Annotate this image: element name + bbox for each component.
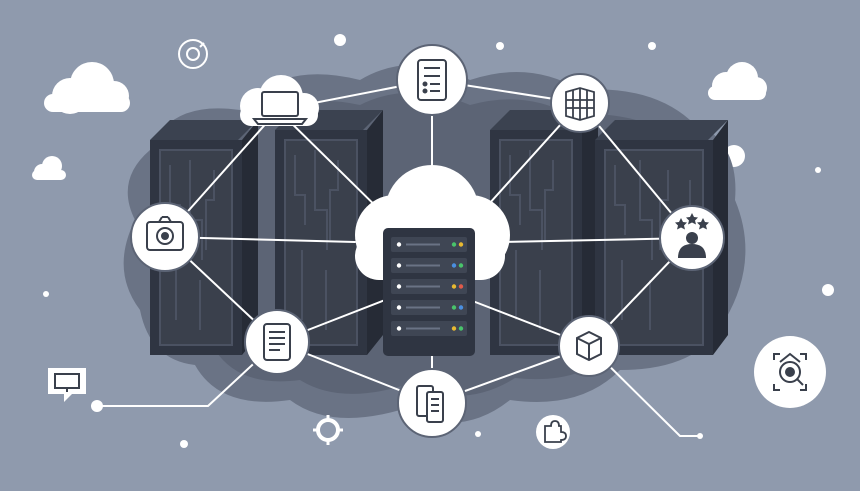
laptop-cloud-icon — [240, 75, 319, 126]
building-grid-icon — [565, 87, 595, 121]
document-list-node[interactable] — [396, 44, 468, 116]
camera-search-icon — [773, 352, 807, 391]
cloud-decoration-left — [44, 62, 130, 114]
camera-search-node[interactable] — [754, 336, 826, 408]
building-grid-node[interactable] — [550, 73, 610, 133]
monitor-icon — [48, 368, 86, 402]
cloud-decoration-right — [708, 62, 767, 100]
package-box-node[interactable] — [558, 315, 620, 377]
camera-screen-node[interactable] — [130, 202, 200, 272]
gear-icon — [313, 415, 343, 445]
server-leds — [396, 242, 464, 331]
user-rating-node[interactable] — [659, 205, 725, 271]
line-endpoints — [91, 400, 703, 439]
puzzle-icon — [536, 415, 570, 449]
document-page-node[interactable] — [244, 309, 310, 375]
cloud-server-icon — [355, 165, 510, 356]
package-box-icon — [576, 330, 602, 362]
files-node[interactable] — [397, 368, 467, 438]
target-icon — [178, 39, 208, 69]
cloud-decoration-small — [32, 156, 66, 180]
document-list-icon — [417, 59, 447, 101]
camera-screen-icon — [146, 216, 184, 251]
user-stars-icon — [675, 213, 709, 258]
files-icon — [416, 385, 444, 423]
document-page-icon — [263, 323, 291, 361]
